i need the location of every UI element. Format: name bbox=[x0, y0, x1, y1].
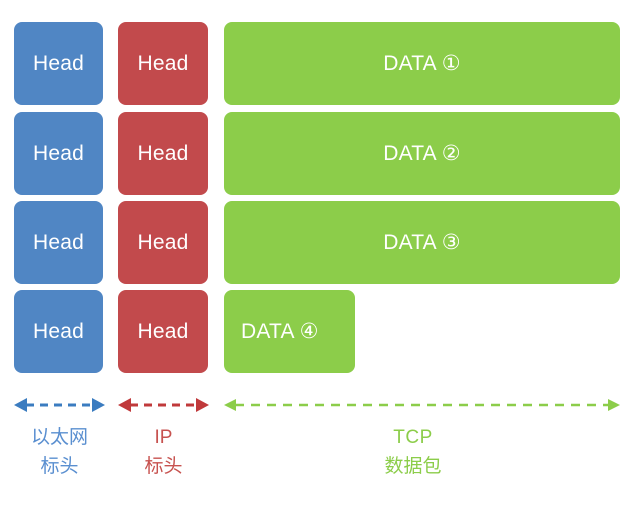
ethernet-caption-line2: 标头 bbox=[40, 455, 79, 477]
ethernet-header-block-row4: Head bbox=[14, 290, 103, 373]
ip-caption: IP 标头 bbox=[118, 424, 209, 481]
data-block-row4: DATA ④ bbox=[224, 290, 355, 373]
ethernet-header-label: Head bbox=[32, 320, 84, 343]
ip-header-block-row1: Head bbox=[118, 22, 208, 105]
data-block-row1: DATA ① bbox=[224, 22, 620, 105]
data-block-row3: DATA ③ bbox=[224, 201, 620, 284]
ip-header-label: Head bbox=[137, 142, 189, 165]
tcp-arrow-icon bbox=[224, 399, 620, 411]
ip-header-block-row3: Head bbox=[118, 201, 208, 284]
ethernet-header-block-row1: Head bbox=[14, 22, 103, 105]
ethernet-header-block-row2: Head bbox=[14, 112, 103, 195]
ethernet-span-arrow bbox=[14, 396, 105, 414]
data-block-label: DATA ③ bbox=[383, 231, 461, 254]
ethernet-header-block-row3: Head bbox=[14, 201, 103, 284]
ethernet-header-label: Head bbox=[32, 231, 84, 254]
tcp-caption-line2: 数据包 bbox=[384, 455, 442, 477]
data-block-row2: DATA ② bbox=[224, 112, 620, 195]
ethernet-arrow-icon bbox=[14, 398, 105, 412]
data-block-label: DATA ② bbox=[383, 142, 461, 165]
ethernet-header-label: Head bbox=[32, 52, 84, 75]
ip-header-block-row2: Head bbox=[118, 112, 208, 195]
ip-caption-line1: IP bbox=[154, 427, 173, 448]
ethernet-caption-line1: 以太网 bbox=[30, 427, 88, 448]
ip-header-label: Head bbox=[137, 320, 189, 343]
ip-header-label: Head bbox=[137, 52, 189, 75]
data-block-label: DATA ④ bbox=[241, 320, 319, 343]
tcp-caption-line1: TCP bbox=[393, 427, 433, 448]
ip-header-label: Head bbox=[137, 231, 189, 254]
tcp-span-arrow bbox=[224, 396, 620, 414]
ethernet-header-label: Head bbox=[32, 142, 84, 165]
ethernet-caption: 以太网 标头 bbox=[14, 424, 105, 481]
ip-caption-line2: 标头 bbox=[144, 455, 183, 477]
ip-header-block-row4: Head bbox=[118, 290, 208, 373]
ip-arrow-icon bbox=[118, 398, 209, 412]
tcp-caption: TCP 数据包 bbox=[348, 424, 478, 481]
data-block-label: DATA ① bbox=[383, 52, 461, 75]
ip-span-arrow bbox=[118, 396, 209, 414]
